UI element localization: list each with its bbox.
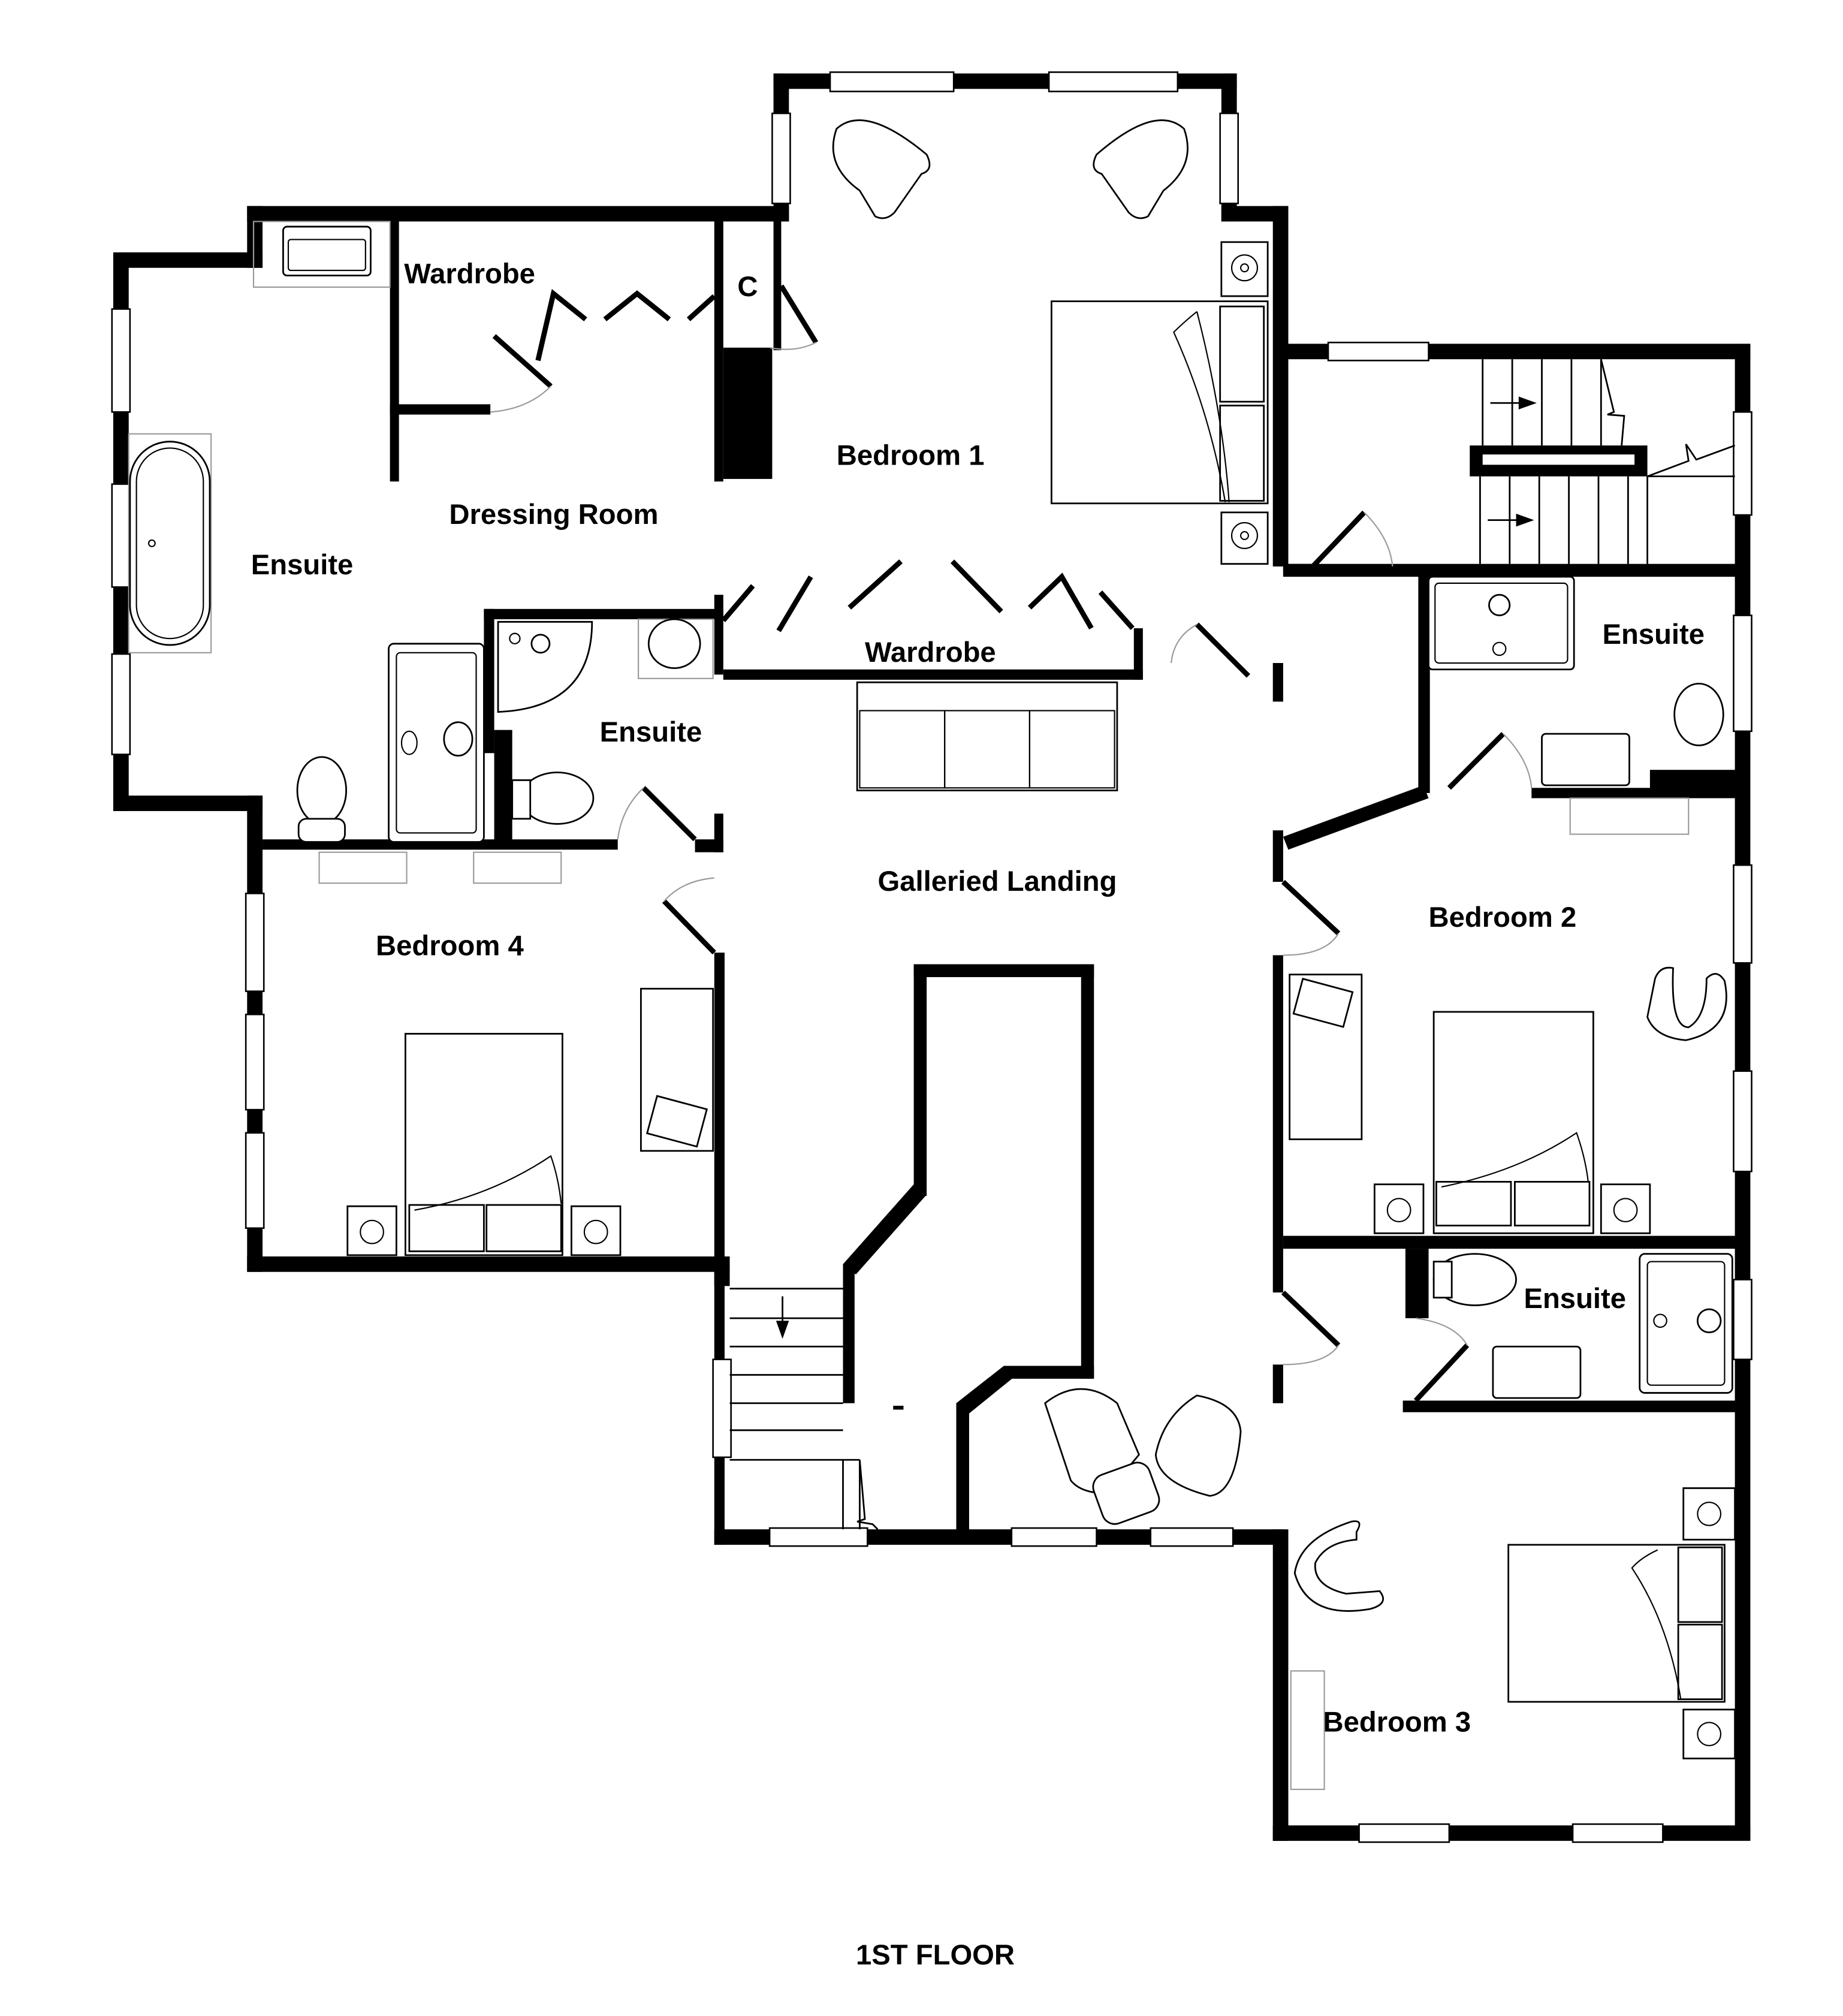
- label-bedroom-1: Bedroom 1: [837, 439, 985, 471]
- walls: [113, 73, 1751, 1841]
- label-galleried-landing: Galleried Landing: [877, 866, 1117, 897]
- label-wardrobe-landing: Wardrobe: [865, 637, 996, 668]
- floor-title: 1ST FLOOR: [856, 1939, 1015, 1971]
- label-ensuite-main: Ensuite: [251, 549, 354, 581]
- doors: [490, 284, 1533, 1403]
- fixtures: [128, 119, 1736, 1791]
- label-wardrobe-top: Wardrobe: [404, 258, 535, 290]
- stairs-upper-right: [1470, 358, 1736, 564]
- label-ensuite-bed4: Ensuite: [600, 716, 702, 748]
- label-bedroom-2: Bedroom 2: [1429, 902, 1577, 933]
- label-ensuite-bed3: Ensuite: [1524, 1283, 1626, 1315]
- windows: [111, 71, 1752, 1843]
- room-labels: Bedroom 1 Wardrobe C Dressing Room Ensui…: [251, 258, 1705, 1971]
- label-cupboard: C: [737, 271, 758, 303]
- label-ensuite-bed2: Ensuite: [1602, 619, 1705, 650]
- label-bedroom-4: Bedroom 4: [376, 930, 524, 962]
- label-dressing-room: Dressing Room: [449, 499, 658, 531]
- stairs-lower: [714, 1265, 904, 1530]
- label-bedroom-3: Bedroom 3: [1323, 1706, 1471, 1738]
